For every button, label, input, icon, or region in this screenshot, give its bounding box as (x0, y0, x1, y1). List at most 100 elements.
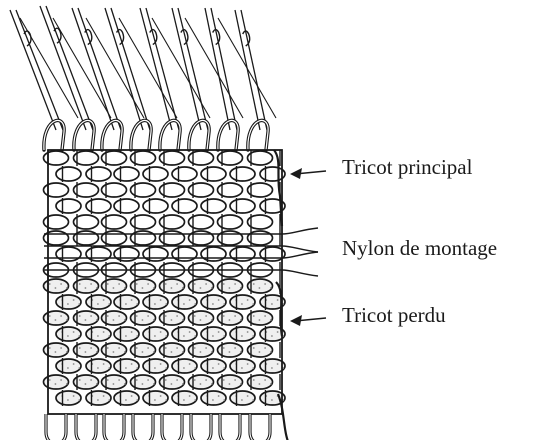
needle-shaft (78, 8, 121, 130)
stipple-dot (66, 351, 68, 353)
stipple-dot (205, 315, 207, 317)
stitch (160, 375, 185, 389)
stitch (201, 359, 226, 373)
arrow-waste-knit (290, 315, 326, 326)
stipple-dot (277, 331, 279, 333)
stitch (172, 295, 197, 309)
stipple-dot (103, 395, 105, 397)
stitch (131, 231, 156, 245)
stipple-dot (205, 283, 207, 285)
stipple-dot (270, 287, 272, 289)
stitch (172, 167, 197, 181)
stipple-dot (176, 379, 178, 381)
stipple-dot (113, 351, 115, 353)
stitch (102, 375, 127, 389)
stipple-dot (124, 383, 126, 385)
stipple-dot (103, 363, 105, 365)
stipple-dot (154, 367, 156, 369)
stipple-dot (218, 299, 220, 301)
stipple-dot (259, 383, 261, 385)
stipple-dot (160, 331, 162, 333)
stitch (160, 279, 185, 293)
stipple-dot (165, 347, 167, 349)
stitch (189, 343, 214, 357)
stipple-dot (200, 383, 202, 385)
stipple-dot (108, 367, 110, 369)
stipple-dot (165, 303, 167, 305)
stipple-dot (212, 335, 214, 337)
stipple-dot (153, 351, 155, 353)
stipple-dot (223, 303, 225, 305)
stipple-dot (194, 335, 196, 337)
stitch (102, 311, 127, 325)
stitch (160, 231, 185, 245)
stipple-dot (189, 331, 191, 333)
stitch (201, 167, 226, 181)
stipple-dot (136, 283, 138, 285)
stipple-dot (259, 287, 261, 289)
needle-yarn (152, 18, 210, 118)
stipple-dot (55, 287, 57, 289)
stipple-dot (124, 287, 126, 289)
stipple-dot (85, 319, 87, 321)
stitch (143, 295, 168, 309)
stipple-dot (252, 335, 254, 337)
stipple-dot (160, 299, 162, 301)
arrow-main-knit (290, 168, 326, 179)
stipple-dot (271, 399, 273, 401)
stipple-dot (142, 287, 144, 289)
stipple-dot (234, 379, 236, 381)
main-knit-section (44, 150, 286, 230)
stipple-dot (79, 347, 81, 349)
needle-yarn (119, 18, 177, 118)
stitch (56, 199, 81, 213)
stipple-dot (165, 335, 167, 337)
stipple-dot (252, 367, 254, 369)
stitch (56, 359, 81, 373)
stipple-dot (194, 283, 196, 285)
stitch (114, 295, 139, 309)
stitch (189, 375, 214, 389)
top-stitch-loops (44, 120, 268, 150)
stipple-dot (107, 283, 109, 285)
stipple-dot (136, 335, 138, 337)
stipple-dot (200, 319, 202, 321)
bottom-loop (46, 414, 66, 440)
stitch (56, 327, 81, 341)
stipple-dot (194, 399, 196, 401)
stipple-dot (79, 315, 81, 317)
stipple-dot (67, 335, 69, 337)
stipple-dot (205, 347, 207, 349)
bottom-loop (220, 414, 240, 440)
waste-knit-section (44, 278, 286, 406)
stipple-dot (270, 383, 272, 385)
stipple-dot (136, 347, 138, 349)
stipple-dot (107, 315, 109, 317)
stipple-dot (131, 331, 133, 333)
stipple-dot (60, 347, 62, 349)
stitch (189, 215, 214, 229)
stipple-dot (49, 379, 51, 381)
stipple-dot (218, 395, 220, 397)
stipple-dot (96, 351, 98, 353)
stipple-dot (264, 315, 266, 317)
stipple-dot (73, 363, 75, 365)
stipple-dot (165, 315, 167, 317)
stipple-dot (78, 367, 80, 369)
stitch (143, 391, 168, 405)
stipple-dot (211, 319, 213, 321)
stipple-dot (97, 303, 99, 305)
stipple-dot (67, 399, 69, 401)
stipple-dot (176, 347, 178, 349)
stipple-dot (264, 347, 266, 349)
stipple-dot (171, 383, 173, 385)
bottom-loop (104, 414, 124, 440)
stipple-dot (118, 283, 120, 285)
stipple-dot (183, 335, 185, 337)
stipple-dot (271, 335, 273, 337)
stitch (189, 183, 214, 197)
stitch (172, 359, 197, 373)
stipple-dot (67, 367, 69, 369)
stipple-dot (108, 303, 110, 305)
stipple-dot (73, 299, 75, 301)
